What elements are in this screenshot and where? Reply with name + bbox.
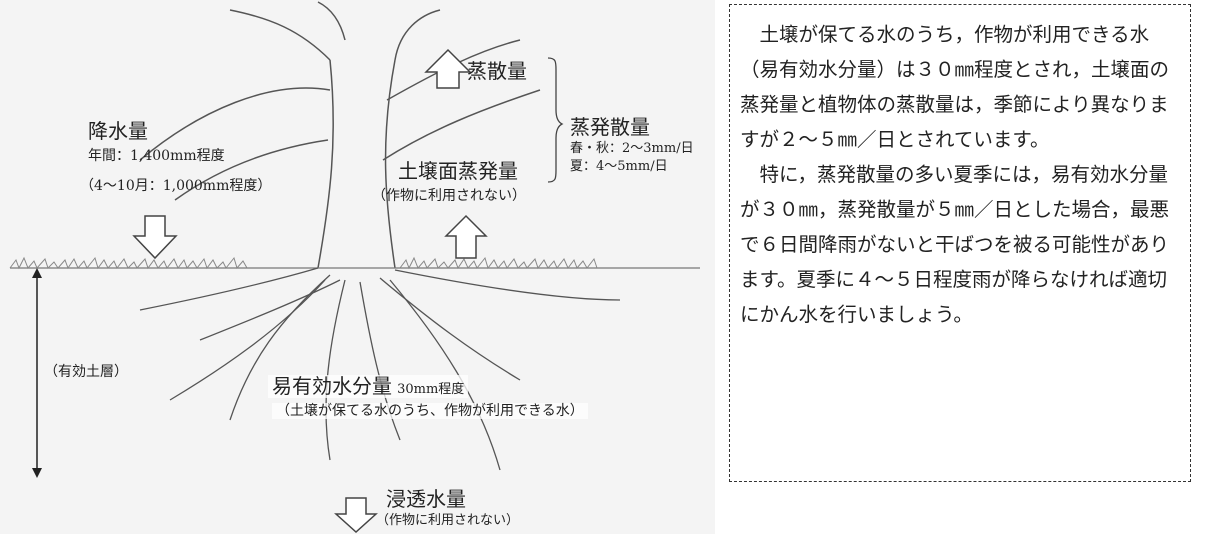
paragraph-1: 土壌が保てる水のうち，作物が利用できる水（易有効水分量）は３０㎜程度とされ，土壌… — [740, 23, 1170, 151]
explanation-text-box: 土壌が保てる水のうち，作物が利用できる水（易有効水分量）は３０㎜程度とされ，土壌… — [729, 4, 1191, 482]
available-water-note: （土壌が保てる水のうち、作物が利用できる水） — [272, 403, 588, 420]
paragraph-2: 特に，蒸発散量の多い夏季には，易有効水分量が３０㎜，蒸発散量が５㎜／日とした場合… — [740, 163, 1170, 326]
water-balance-diagram: 蒸散量 蒸発散量 春・秋：2～3mm/日 夏：4～5mm/日 土壌面蒸発量 （作… — [0, 0, 715, 534]
effective-soil-layer-label: （有効土層） — [44, 364, 128, 380]
available-water-block: 易有効水分量 30mm程度 — [268, 374, 469, 398]
available-water-label: 易有効水分量 — [272, 374, 392, 398]
evap-rate-spring-autumn: 春・秋：2～3mm/日 — [570, 141, 694, 156]
precipitation-label: 降水量 — [88, 119, 148, 143]
evapotranspiration-label: 蒸発散量 — [570, 115, 650, 139]
percolation-label: 浸透水量 — [386, 487, 466, 511]
tree-illustration — [9, 1, 700, 534]
soil-evaporation-note: （作物に利用されない） — [372, 188, 526, 204]
evap-rate-summer: 夏：4～5mm/日 — [570, 159, 668, 174]
soil-evaporation-label: 土壌面蒸発量 — [398, 159, 518, 183]
available-water-amount: 30mm程度 — [397, 382, 465, 397]
precipitation-season: （4～10月：1,000mm程度） — [80, 178, 272, 194]
precipitation-annual: 年間：1,400mm程度 — [88, 148, 225, 164]
percolation-note: （作物に利用されない） — [376, 513, 520, 528]
transpiration-label: 蒸散量 — [467, 59, 527, 83]
